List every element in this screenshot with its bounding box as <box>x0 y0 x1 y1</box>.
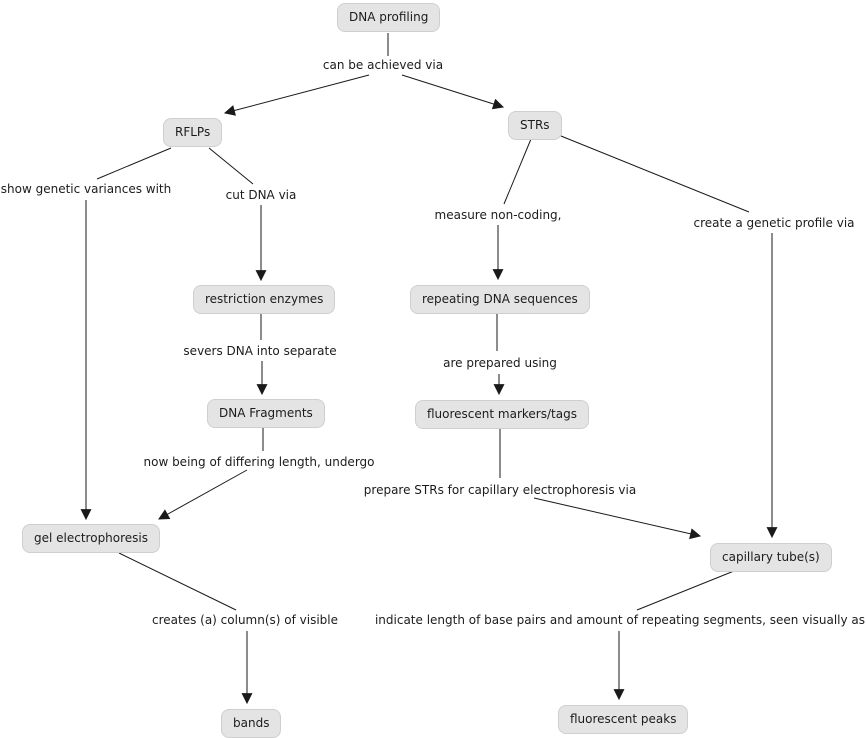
node-fluorescent-peaks[interactable]: fluorescent peaks <box>558 705 689 734</box>
edge-label-create-genetic-profile: create a genetic profile via <box>693 216 855 230</box>
node-gel-electrophoresis[interactable]: gel electrophoresis <box>22 524 161 553</box>
connector-prepare-label-to-capillary <box>533 497 702 540</box>
node-restriction-enzymes[interactable]: restriction enzymes <box>193 285 336 314</box>
edge-label-cut-dna-via: cut DNA via <box>225 188 297 202</box>
edge-label-creates-columns-visible: creates (a) column(s) of visible <box>151 613 339 627</box>
connector-gel-to-creates-label <box>118 552 237 611</box>
node-capillary-tubes[interactable]: capillary tube(s) <box>710 543 832 572</box>
connector-strs-to-measure-label <box>503 138 532 205</box>
edge-label-show-genetic-variances: show genetic variances with <box>0 182 172 196</box>
connector-capillary-to-indicate-label <box>636 570 735 611</box>
connector-rflps-to-variances-label <box>96 147 172 180</box>
edge-label-indicate-length-base-pairs: indicate length of base pairs and amount… <box>374 613 866 627</box>
edge-label-now-being-differing-length: now being of differing length, undergo <box>143 455 375 469</box>
node-bands[interactable]: bands <box>221 709 282 738</box>
connector-length-label-to-gel <box>158 469 248 520</box>
edge-label-are-prepared-using: are prepared using <box>443 356 557 370</box>
connector-rflps-to-cutdna-label <box>208 147 254 185</box>
connector-label-to-strs <box>401 74 505 110</box>
node-fluorescent-markers-tags[interactable]: fluorescent markers/tags <box>415 400 589 429</box>
edge-label-can-be-achieved-via: can be achieved via <box>322 58 444 72</box>
edge-label-prepare-strs-capillary: prepare STRs for capillary electrophores… <box>363 483 637 497</box>
node-repeating-dna-sequences[interactable]: repeating DNA sequences <box>410 285 590 314</box>
node-dna-fragments[interactable]: DNA Fragments <box>207 399 325 428</box>
node-strs[interactable]: STRs <box>508 111 562 140</box>
connector-label-to-rflps <box>223 74 370 116</box>
edge-label-severs-dna-into-separate: severs DNA into separate <box>183 344 337 358</box>
edge-label-measure-non-coding: measure non-coding, <box>434 208 562 222</box>
node-rflps[interactable]: RFLPs <box>163 118 223 147</box>
node-dna-profiling[interactable]: DNA profiling <box>337 3 441 32</box>
connector-strs-to-profile-label <box>560 135 750 213</box>
